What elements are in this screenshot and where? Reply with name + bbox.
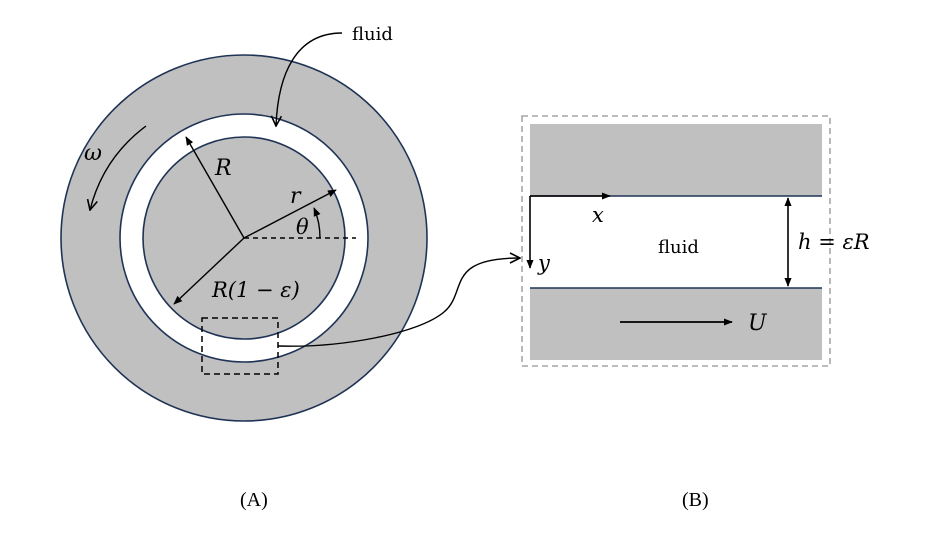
caption-b: (B): [682, 489, 709, 511]
fluid-pointer-arrow: [276, 32, 343, 126]
velocity-label: U: [748, 311, 768, 336]
position-r-label: r: [290, 184, 302, 209]
panel-a: ω fluid R r θ R(1 − ε) (A): [60, 24, 520, 511]
caption-a: (A): [240, 489, 268, 511]
zoom-connector-arrow: [277, 258, 520, 347]
radius-r-label: R: [214, 156, 232, 181]
panel-b: x y fluid h = εR U (B): [521, 115, 870, 511]
zoom-frame: [521, 115, 831, 367]
moving-plate: [530, 288, 822, 360]
radius-r-arrow: [185, 136, 245, 239]
y-axis-label: y: [537, 251, 551, 275]
omega-label: ω: [84, 141, 102, 166]
inner-radius-arrow: [173, 237, 245, 305]
fluid-label-b: fluid: [658, 237, 699, 258]
stationary-plate: [530, 124, 822, 196]
x-axis-label: x: [592, 203, 604, 227]
theta-label: θ: [296, 215, 309, 239]
theta-arc: [313, 207, 321, 239]
gap-height-label: h = εR: [798, 230, 870, 254]
fluid-label-a: fluid: [352, 24, 393, 45]
position-r-arrow: [243, 189, 337, 239]
rotation-arrow: [90, 125, 147, 210]
inner-radius-label: R(1 − ε): [211, 278, 300, 302]
